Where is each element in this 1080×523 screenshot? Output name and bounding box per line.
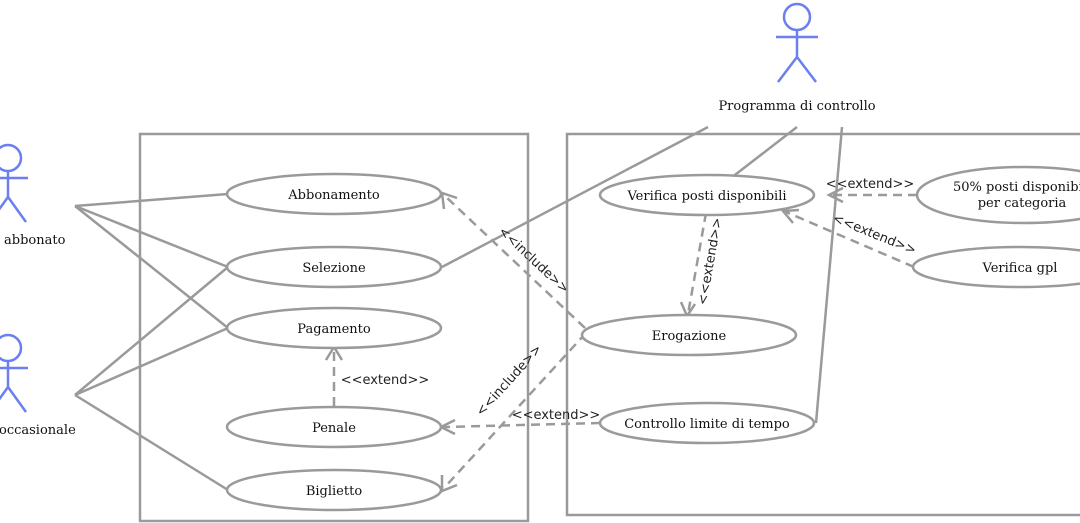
label-extend-gpl: <<extend>> [830,211,918,258]
use-case-pagamento: Pagamento [225,306,443,350]
system-boundary-right [565,132,1080,517]
use-case-label: Penale [312,421,356,436]
label-extend-controllo-penale: <<extend>> [512,408,601,423]
associations-abbonato [74,192,229,329]
actor-occasionale-label: occasionale [0,423,76,438]
use-case-penale: Penale [225,405,443,449]
use-case-label: Pagamento [297,322,371,337]
use-case-verifica-gpl: Verifica gpl [911,245,1080,289]
dependency-extend-gpl-verifica [780,208,915,269]
use-case-label: Abbonamento [287,188,380,203]
system-boundary-left [138,132,530,523]
use-case-abbonamento: Abbonamento [225,172,443,216]
use-case-label: Biglietto [306,484,362,499]
label-extend-categoria: <<extend>> [826,177,915,192]
use-case-label: Erogazione [652,329,727,344]
use-case-controllo-limite: Controllo limite di tempo [598,401,816,445]
actor-abbonato-label: abbonato [4,233,66,248]
use-case-label: Controllo limite di tempo [624,417,790,432]
use-case-selezione: Selezione [225,245,443,289]
label-include-abbonamento: <<include>> [495,224,572,297]
use-case-label: Verifica posti disponibili [626,189,786,204]
use-case-verifica-posti: Verifica posti disponibili [598,173,816,217]
dependency-extend-penale-pagamento [324,344,344,406]
dependency-include-erogazione-abbonamento [440,191,586,329]
actor-programma-label: Programma di controllo [718,99,875,114]
use-case-label: Verifica gpl [982,261,1058,276]
actor-abbonato-icon [0,143,28,223]
use-case-label-line1: 50% posti disponibili [953,180,1080,195]
dependency-extend-categoria-verifica [826,186,917,204]
actor-occasionale-icon [0,333,28,413]
use-case-posti-categoria: 50% posti disponibili per categoria [915,165,1080,225]
associations-occasionale [74,266,229,492]
label-extend-erogazione: <<extend>> [695,216,725,306]
use-case-label-line2: per categoria [978,196,1067,211]
use-case-biglietto: Biglietto [225,468,443,512]
use-case-label: Selezione [302,261,366,276]
actor-programma-icon [776,2,818,83]
label-extend-penale-pagamento: <<extend>> [341,373,430,388]
use-case-erogazione: Erogazione [580,313,798,357]
